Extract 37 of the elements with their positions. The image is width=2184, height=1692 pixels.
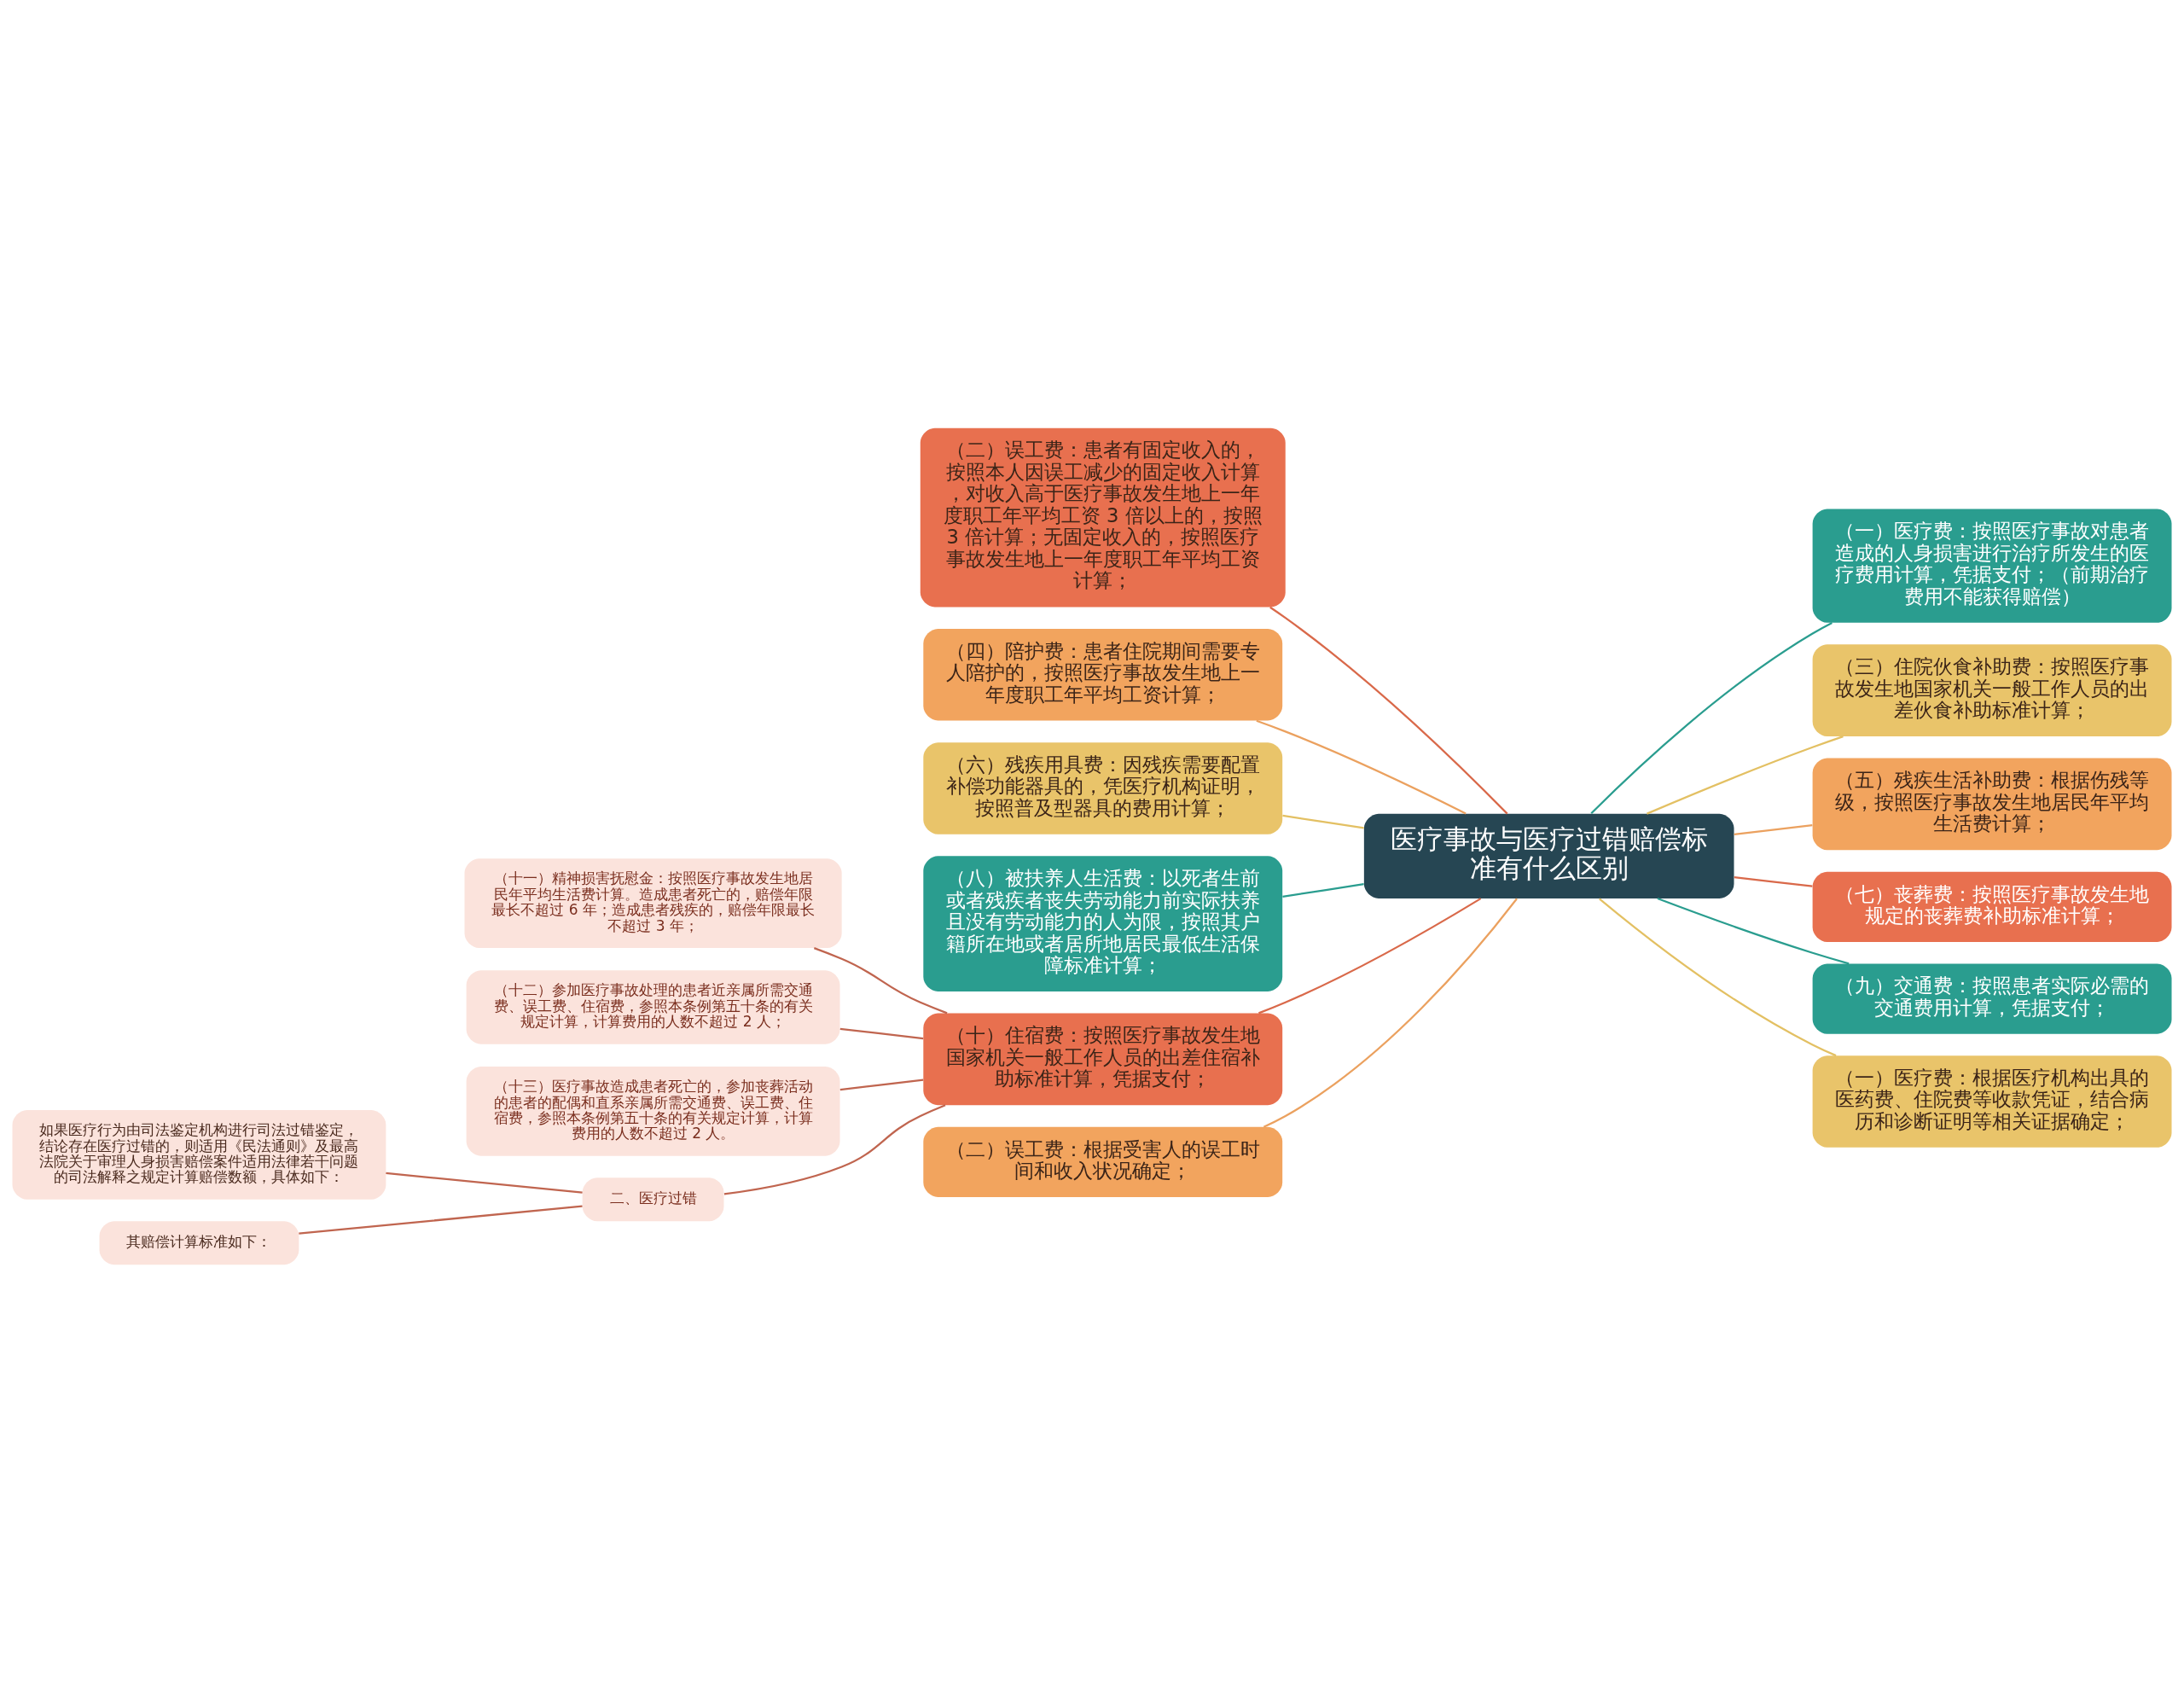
connector [1263, 898, 1518, 1128]
connector [1647, 735, 1844, 815]
node-box: （十二）参加医疗事故处理的患者近亲属所需交通费、误工费、住宿费，参照本条例第五十条的有关规定计算，计算费用的人数不超过 2 人； [466, 969, 840, 1044]
connector [1734, 823, 1813, 835]
connector [1282, 814, 1364, 829]
node-box: 如果医疗行为由司法鉴定机构进行司法过错鉴定，结论存在医疗过错的，则适用《民法通则》及最高法院关于审理人身损害赔偿案件适用法律若干问题的司法解释之规定计算赔偿数额，具体如下： [12, 1109, 386, 1200]
node-box: （五）残疾生活补助费：根据伤残等级，按照医疗事故发生地居民年平均生活费计算； [1812, 758, 2172, 850]
node-box: （一）医疗费：根据医疗机构出具的医药费、住院费等收款凭证，结合病历和诊断证明等相关证据确定； [1812, 1055, 2172, 1148]
node-box: （二）误工费：患者有固定收入的，按照本人因误工减少的固定收入计算，对收入高于医疗事故发生地上一年度职工年平均工资 3 倍以上的，按照 3 倍计算；无固定收入的，按照医疗事故发生地上一年度职工年平均工资计算； [920, 427, 1286, 607]
node-box: （十一）精神损害抚慰金：按照医疗事故发生地居民年平均生活费计算。造成患者死亡的，赔偿年限最长不超过 6 年；造成患者残疾的，赔偿年限最长不超过 3 年； [464, 858, 842, 948]
connector [1734, 875, 1813, 887]
connector [813, 946, 948, 1014]
node-box: （六）残疾用具费：因残疾需要配置补偿功能器具的，凭医疗机构证明，按照普及型器具的费用计算； [923, 741, 1283, 834]
connector [1599, 897, 1837, 1056]
node-box: （八）被扶养人生活费：以死者生前或者残疾者丧失劳动能力前实际扶养且没有劳动能力的人为限，按照其户籍所在地或者居所地居民最低生活保障标准计算； [923, 855, 1283, 991]
connector [839, 1027, 924, 1039]
node-box: （二）误工费：根据受害人的误工时间和收入状况确定； [923, 1126, 1283, 1197]
connector [839, 1079, 924, 1090]
connector [1269, 606, 1508, 814]
connector [723, 1103, 946, 1195]
node-box: （十）住宿费：按照医疗事故发生地国家机关一般工作人员的出差住宿补助标准计算，凭据支付； [923, 1013, 1283, 1105]
connector [299, 1205, 583, 1235]
node-box: （七）丧葬费：按照医疗事故发生地规定的丧葬费补助标准计算； [1812, 871, 2172, 942]
connector [1282, 882, 1364, 898]
node-box: （九）交通费：按照患者实际必需的交通费用计算，凭据支付； [1812, 962, 2172, 1034]
node-box: 二、医疗过错 [582, 1177, 724, 1221]
connector [1657, 897, 1850, 964]
connector [386, 1172, 583, 1194]
node-box: （四）陪护费：患者住院期间需要专人陪护的，按照医疗事故发生地上一年度职工年平均工资计算； [923, 628, 1283, 721]
connector [1258, 897, 1482, 1014]
connector [1590, 621, 1833, 814]
node-box: （三）住院伙食补助费：按照医疗事故发生地国家机关一般工作人员的出差伙食补助标准计算； [1812, 643, 2172, 736]
node-box: 医疗事故与医疗过错赔偿标准有什么区别 [1363, 813, 1734, 898]
connector [1256, 719, 1467, 814]
node-box: （十三）医疗事故造成患者死亡的，参加丧葬活动的患者的配偶和直系亲属所需交通费、误工费、住宿费，参照本条例第五十条的有关规定计算，计算费用的人数不超过 2 人。 [466, 1066, 840, 1156]
node-box: 其赔偿计算标准如下： [99, 1220, 299, 1265]
node-box: （一）医疗费：按照医疗事故对患者造成的人身损害进行治疗所发生的医疗费用计算，凭据支付；（前期治疗费用不能获得赔偿） [1812, 509, 2172, 623]
